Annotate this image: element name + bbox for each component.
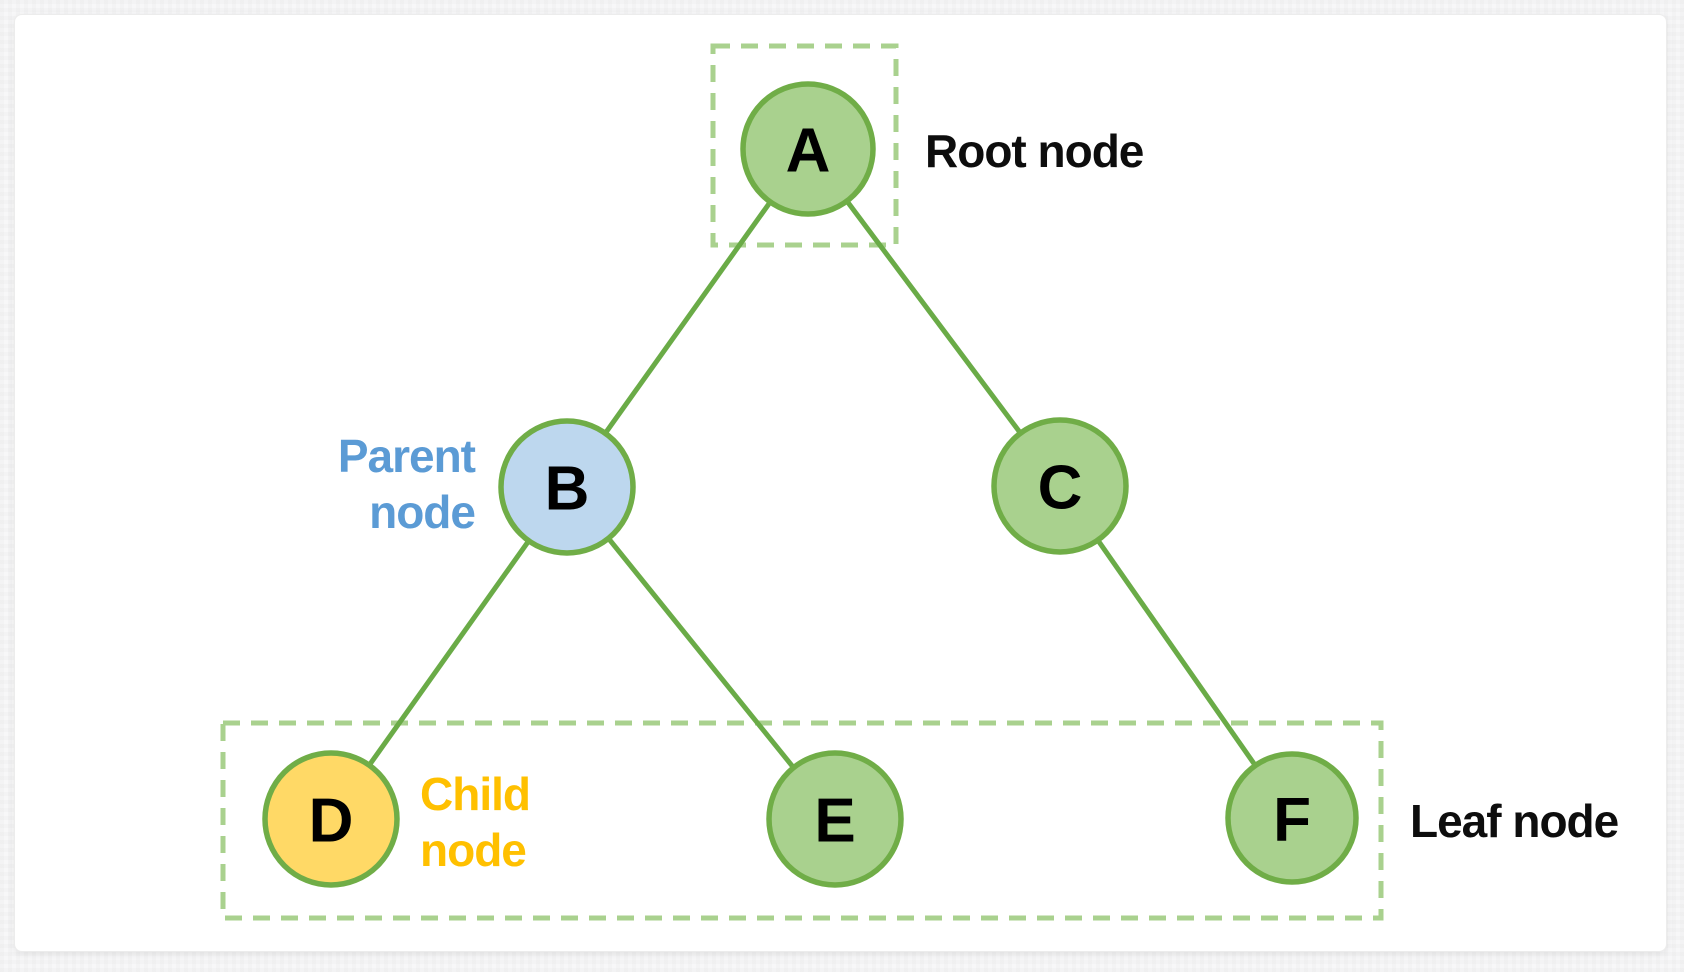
leaf-node-label: Leaf node: [1410, 793, 1619, 849]
child-node-label: Child node: [420, 766, 531, 878]
nodes-layer: A B C D E F: [262, 81, 1359, 888]
tree-node-letter-D: D: [309, 786, 354, 855]
group-boxes-layer: [220, 43, 1384, 921]
parent-node-label-line2: node: [369, 486, 476, 538]
edge-A-B: [564, 147, 811, 489]
tree-node-letter-B: B: [545, 454, 590, 523]
edge-B-E: [565, 485, 837, 821]
edge-A-C: [805, 147, 1063, 488]
tree-node-E: [766, 750, 904, 888]
parent-node-label: Parent node: [225, 428, 476, 540]
tree-node-letter-F: F: [1273, 785, 1311, 854]
leaf-node-label-text: Leaf node: [1410, 795, 1619, 847]
tree-node-A: [740, 81, 876, 217]
tree-node-D: [262, 750, 400, 888]
tree-node-C: [991, 417, 1129, 555]
tree-node-letter-C: C: [1038, 453, 1083, 522]
tree-node-F: [1225, 751, 1359, 885]
child-node-label-line1: Child: [420, 768, 531, 820]
root-group-box: [710, 43, 899, 248]
edges-layer: [328, 147, 1295, 821]
tree-node-letter-A: A: [786, 116, 831, 185]
child-node-label-line2: node: [420, 824, 527, 876]
tree-node-B: [498, 418, 636, 556]
tree-node-letter-E: E: [814, 786, 855, 855]
leaf-group-box: [220, 720, 1384, 921]
root-node-label-text: Root node: [925, 125, 1144, 177]
root-node-label: Root node: [925, 123, 1144, 179]
parent-node-label-line1: Parent: [337, 430, 476, 482]
